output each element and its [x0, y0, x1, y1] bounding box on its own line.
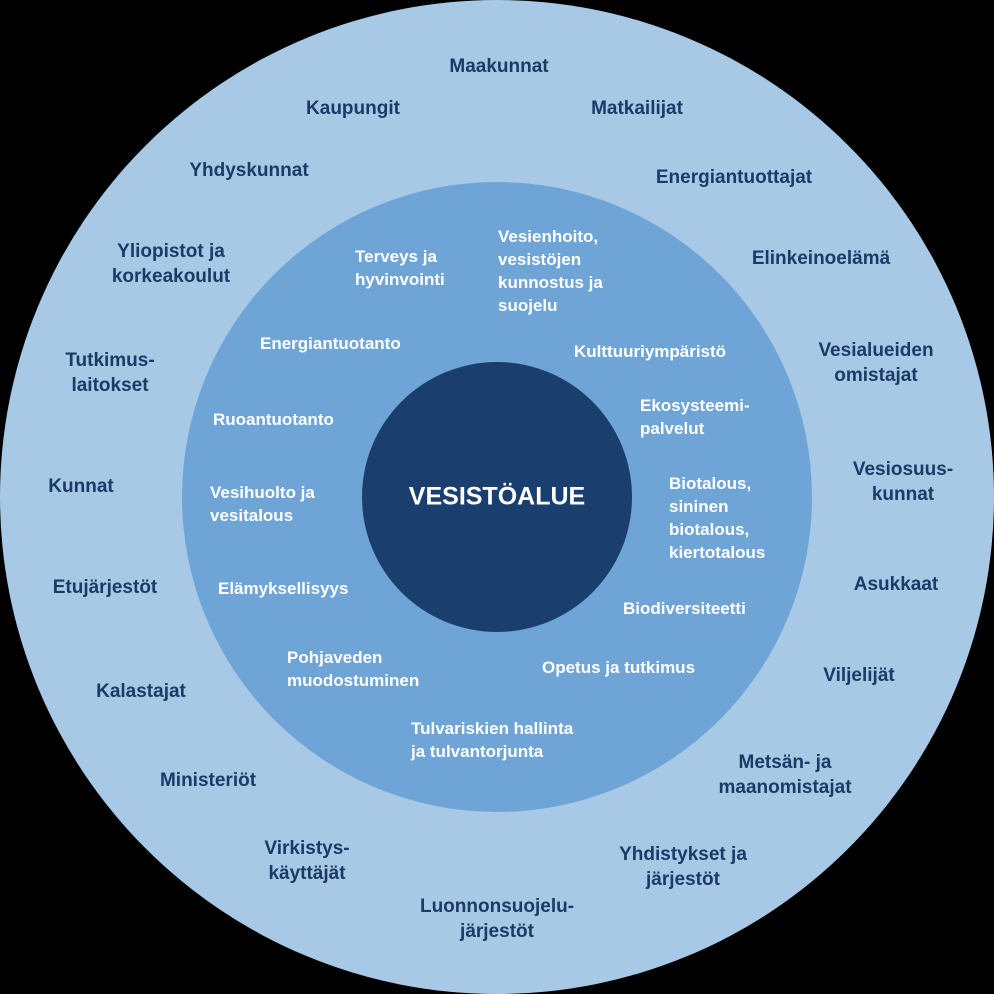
function-ecosystem-services: Ekosysteemi- palvelut — [640, 396, 750, 438]
stakeholder-recreational-users: Virkistys- käyttäjät — [264, 838, 350, 884]
stakeholder-regions: Maakunnat — [449, 56, 549, 77]
stakeholder-business: Elinkeinoelämä — [751, 248, 891, 269]
function-groundwater: Pohjaveden muodostuminen — [287, 648, 420, 690]
function-education-research: Opetus ja tutkimus — [542, 658, 696, 677]
function-health: Terveys ja hyvinvointi — [355, 247, 445, 289]
stakeholder-nature-conservation: Luonnonsuojelu- järjestöt — [419, 896, 575, 942]
stakeholder-farmers: Viljelijät — [823, 665, 895, 686]
stakeholder-tourists: Matkailijat — [591, 98, 683, 119]
function-flood-management: Tulvariskien hallinta ja tulvantorjunta — [411, 719, 574, 761]
stakeholder-ministries: Ministeriöt — [159, 770, 257, 791]
function-cultural-environment: Kulttuuriympäristö — [574, 342, 727, 361]
stakeholder-communities: Yhdyskunnat — [189, 160, 309, 181]
function-experiences: Elämyksellisyys — [218, 579, 349, 598]
stakeholder-cities: Kaupungit — [306, 98, 400, 119]
stakeholder-universities: Yliopistot ja korkeakoulut — [111, 241, 231, 287]
stakeholder-energy-producers: Energiantuottajat — [655, 167, 813, 188]
stakeholder-interest-groups: Etujärjestöt — [52, 577, 158, 598]
function-water-management: Vesienhoito, vesistöjen kunnostus ja suo… — [498, 227, 603, 315]
core-circle — [362, 362, 632, 632]
core-title: VESISTÖALUE — [408, 482, 586, 511]
stakeholder-water-cooperatives: Vesiosuus- kunnat — [852, 459, 954, 505]
stakeholder-municipalities: Kunnat — [48, 476, 114, 497]
function-water-supply: Vesihuolto ja vesitalous — [210, 483, 315, 525]
function-biodiversity: Biodiversiteetti — [623, 599, 746, 618]
stakeholder-residents: Asukkaat — [853, 574, 939, 595]
stakeholder-fishers: Kalastajat — [96, 681, 186, 702]
function-food-production: Ruoantuotanto — [213, 410, 334, 429]
stakeholder-research-institutes: Tutkimus- laitokset — [65, 350, 155, 396]
stakeholder-associations: Yhdistykset ja järjestöt — [619, 844, 747, 890]
stakeholder-water-area-owners: Vesialueiden omistajat — [818, 340, 934, 386]
function-bioeconomy: Biotalous, sininen biotalous, kiertotalo… — [669, 474, 766, 562]
function-energy-production: Energiantuotanto — [260, 334, 401, 353]
stakeholder-landowners: Metsän- ja maanomistajat — [718, 752, 852, 798]
